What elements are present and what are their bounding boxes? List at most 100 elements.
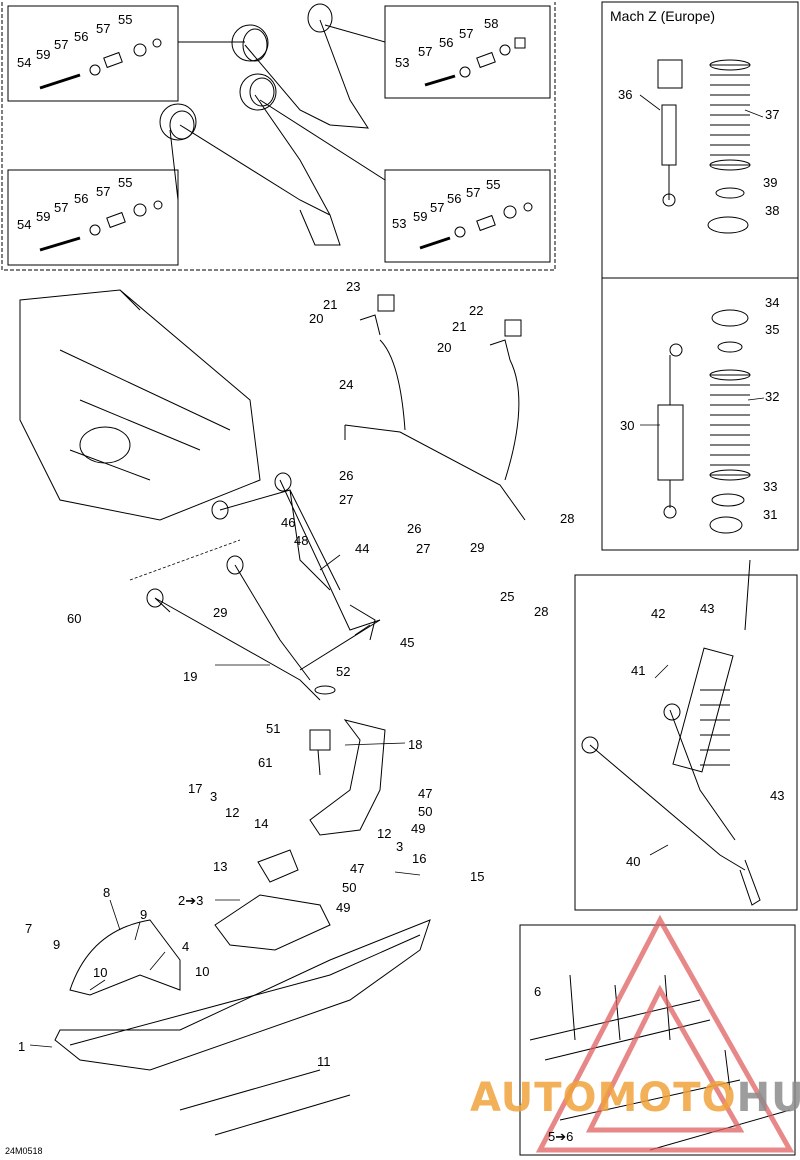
callout-39: 39	[763, 175, 778, 190]
upper-section-border	[1, 2, 556, 271]
callout-4: 4	[182, 939, 190, 954]
callout-10: 10	[93, 965, 108, 980]
spring-37	[709, 59, 751, 171]
callout-56: 56	[74, 191, 89, 206]
bushing-box-bottom-left	[7, 169, 179, 266]
callout-57: 57	[466, 185, 481, 200]
callout-32: 32	[765, 389, 780, 404]
watermark-triangle	[535, 914, 795, 1153]
callout-40: 40	[626, 854, 641, 869]
callout-45: 45	[400, 635, 415, 650]
callout-24: 24	[339, 377, 354, 392]
callout-26: 26	[339, 468, 354, 483]
shock-absorber-30	[657, 343, 684, 519]
bracket-21	[359, 314, 511, 361]
ski-handle-4	[69, 919, 181, 996]
callout-12: 12	[225, 805, 240, 820]
bushing-box-top-right	[384, 5, 551, 99]
callout-35: 35	[765, 322, 780, 337]
callout-17: 17	[188, 781, 203, 796]
seat-31	[709, 516, 743, 534]
callout-59: 59	[36, 209, 51, 224]
callout-57: 57	[459, 26, 474, 41]
callout-42: 42	[651, 606, 666, 621]
callout-55: 55	[118, 12, 133, 27]
runner-detail	[529, 974, 791, 1151]
callout-57: 57	[430, 200, 445, 215]
shock-detail-box	[574, 574, 798, 911]
callout-14: 14	[254, 816, 269, 831]
callout-57: 57	[54, 200, 69, 215]
callout-13: 13	[213, 859, 228, 874]
bushing-box-top-left	[7, 5, 179, 102]
callout-44: 44	[355, 541, 370, 556]
callout-30: 30	[620, 418, 635, 433]
callout-21: 21	[323, 297, 338, 312]
callout-56: 56	[439, 35, 454, 50]
callout-7: 7	[25, 921, 33, 936]
callout-28: 28	[560, 511, 575, 526]
callout-10: 10	[195, 964, 210, 979]
callout-3: 3	[210, 789, 218, 804]
callout-3: 3	[396, 839, 404, 854]
a-arm-44	[219, 479, 381, 631]
callout-12: 12	[377, 826, 392, 841]
watermark-part1: AUTOMOTO	[470, 1075, 737, 1121]
callout-5-6: 5➔6	[548, 1129, 574, 1144]
callout-61: 61	[258, 755, 273, 770]
chassis-frame	[19, 289, 261, 521]
leader-lines	[29, 94, 765, 1048]
callout-33: 33	[763, 479, 778, 494]
callout-27: 27	[339, 492, 354, 507]
callout-49: 49	[336, 900, 351, 915]
callout-2-3: 2➔3	[178, 893, 204, 908]
link-rod	[379, 339, 520, 481]
ball-joint-51	[309, 729, 331, 776]
callout-22: 22	[469, 303, 484, 318]
watermark-logo: AUTOMOTOHUB	[470, 1075, 800, 1121]
callout-1: 1	[18, 1039, 26, 1054]
callout-20: 20	[437, 340, 452, 355]
spring-32	[709, 369, 751, 481]
callout-34: 34	[765, 295, 780, 310]
callout-31: 31	[763, 507, 778, 522]
callout-54: 54	[17, 55, 32, 70]
callout-36: 36	[618, 87, 633, 102]
callout-38: 38	[765, 203, 780, 218]
callout-20: 20	[309, 311, 324, 326]
sway-bar-24	[344, 424, 526, 521]
spindle-45	[349, 604, 376, 641]
seat-38	[707, 216, 749, 234]
bracket-23	[377, 294, 395, 312]
callout-59: 59	[413, 209, 428, 224]
callout-46: 46	[281, 515, 296, 530]
cap-34	[711, 309, 749, 327]
callout-29: 29	[470, 540, 485, 555]
callout-28: 28	[534, 604, 549, 619]
callout-57: 57	[96, 21, 111, 36]
shock-absorber-36	[657, 59, 683, 207]
callout-57: 57	[96, 184, 111, 199]
callout-43: 43	[700, 601, 715, 616]
callout-57: 57	[54, 37, 69, 52]
runner-5	[179, 1069, 351, 1136]
a-arm-top	[179, 19, 369, 246]
ring-33	[711, 493, 745, 507]
callout-9: 9	[140, 907, 148, 922]
callout-50: 50	[342, 880, 357, 895]
callout-53: 53	[395, 55, 410, 70]
callout-47: 47	[418, 786, 433, 801]
callout-51: 51	[266, 721, 281, 736]
bumper-13	[257, 849, 299, 883]
callout-9: 9	[53, 937, 61, 952]
callout-56: 56	[74, 29, 89, 44]
ski-1	[54, 919, 431, 1071]
callout-16: 16	[412, 851, 427, 866]
drawing-code: 24M0518	[5, 1146, 43, 1156]
callout-57: 57	[418, 44, 433, 59]
callout-29: 29	[213, 605, 228, 620]
callout-25: 25	[500, 589, 515, 604]
mach-z-title: Mach Z (Europe)	[610, 8, 716, 24]
callout-55: 55	[486, 177, 501, 192]
